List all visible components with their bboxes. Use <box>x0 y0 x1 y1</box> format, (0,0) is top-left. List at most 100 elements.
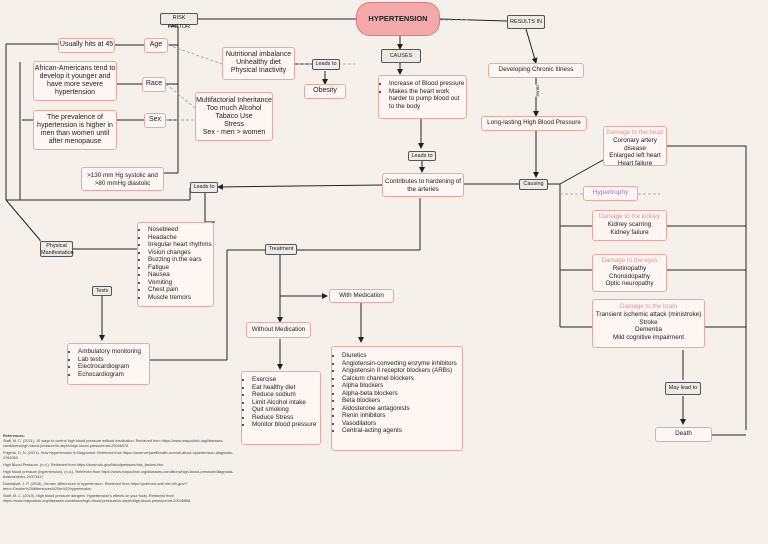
medication-item: Central-acting agents <box>342 427 462 435</box>
eyes-item: Retinopathy <box>612 265 647 272</box>
hardening-node: Contributes to hardening of the arteries <box>382 173 464 197</box>
symptom-item: Irregular heart rhythms <box>148 241 213 249</box>
lifestyle-treatment-item: Reduce sodium <box>252 391 320 399</box>
age-note: Usually hits at 45 <box>58 38 115 53</box>
leads-to-obesity-label: Leads to <box>312 59 340 70</box>
symptom-item: Buzzing in the ears <box>148 256 213 264</box>
cause-arrow-label: cause <box>535 84 541 97</box>
reference-item: High Blood Pressure. (n.d.). Retrieved f… <box>3 463 164 467</box>
references-title: References: <box>3 434 25 438</box>
treatment-label: Treatment <box>265 244 297 255</box>
obesity-node: Obesity <box>304 84 346 99</box>
medication-item: Angiotensin II receptor blockers (ARBs) <box>342 367 462 375</box>
with-medication-node: With Medication <box>329 289 394 303</box>
other-risk-factors: Multifactorial Inheritance Too much Alco… <box>195 92 273 141</box>
reference-item: Doshahoff, J. P. (2018). Gender differen… <box>3 482 188 491</box>
brain-item: Stroke <box>639 318 658 326</box>
death-node: Death <box>655 427 712 442</box>
other-factor-item: Multifactorial Inheritance <box>196 97 272 104</box>
heart-damage-node: Damage to the heart Coronary artery dise… <box>603 126 667 167</box>
brain-damage-header: Damage to the brain <box>619 303 678 310</box>
symptom-item: Nosebleed <box>148 226 213 234</box>
test-item: Lab tests <box>78 356 149 364</box>
eyes-item: Optic neuropathy <box>605 280 654 287</box>
chronic-illness-node: Developing Chronic Illness <box>488 63 584 78</box>
risk-factor-label: RISK FACTOR <box>160 13 198 30</box>
causing-label: Causing <box>519 179 548 190</box>
lifestyle-factors: Nutritional imbalance Unhealthy diet Phy… <box>222 47 295 80</box>
medication-item: Beta blockers <box>342 397 462 405</box>
lifestyle-item: Unhealthy diet <box>236 59 281 66</box>
reference-item: Frigerio, D. N. (2021). How Hypertension… <box>3 451 234 460</box>
lifestyle-treatment-item: Exercise <box>252 376 320 384</box>
symptom-item: Nausea <box>148 271 213 279</box>
causes-list: Increase of Blood pressure Makes the hea… <box>378 75 467 119</box>
reference-item: Staff, M. C. (2019). High blood pressure… <box>3 494 191 503</box>
medication-item: Diuretics <box>342 352 462 360</box>
test-item: Electrocardiogram <box>78 363 149 371</box>
medication-item: Aldosterone antagonists <box>342 405 462 413</box>
cause-item: Makes the heart work harder to pump bloo… <box>389 88 466 111</box>
brain-item: Dementia <box>635 326 662 333</box>
title-node: HYPERTENSION <box>356 2 440 36</box>
kidney-damage-node: Damage to the kidney Kidney scarring Kid… <box>592 210 667 241</box>
medication-item: Alpha blockers <box>342 382 462 390</box>
leads-to-manifestation-label: Leads to <box>190 182 218 193</box>
lifestyle-item: Nutritional imbalance <box>225 51 292 58</box>
symptom-item: Muscle tremors <box>148 294 213 302</box>
without-medication-node: Without Medication <box>246 322 311 338</box>
lifestyle-treatment-item: Monitor blood pressure <box>252 421 320 429</box>
brain-damage-node: Damage to the brain Transient ischemic a… <box>592 299 705 348</box>
lifestyle-treatment-item: Reduce Stress <box>252 414 320 422</box>
medication-item: Angiotensin-converting enzyme inhibitors <box>342 360 462 368</box>
other-factor-item: Tabaco Use <box>215 113 253 120</box>
symptom-item: Vision changes <box>148 249 213 257</box>
heart-item: Coronary artery disease <box>613 137 657 152</box>
race-note: African-Americans tend to develop it you… <box>33 61 117 101</box>
symptom-item: Fatigue <box>148 264 213 272</box>
medication-item: Alpha-beta blockers <box>342 390 462 398</box>
medication-item: Calcium channel blockers <box>342 375 462 383</box>
lifestyle-treatment-item: Limit Alcohol intake <box>252 399 320 407</box>
other-factor-item: Sex - men > women <box>202 129 266 136</box>
lifestyle-treatment-item: Eat healthy diet <box>252 384 320 392</box>
heart-item: Heart failure <box>617 159 653 167</box>
medication-list: Diuretics Angiotensin-converting enzyme … <box>331 346 463 451</box>
eyes-item: Choroidopathy <box>609 272 650 280</box>
lifestyle-item: Physical Inactivity <box>230 67 287 74</box>
without-medication-list: Exercise Eat healthy diet Reduce sodium … <box>241 371 321 445</box>
eyes-damage-node: Damage to the eyes Retinopathy Choroidop… <box>592 254 667 292</box>
eyes-damage-header: Damage to the eyes <box>601 257 658 264</box>
kidney-damage-header: Damage to the kidney <box>598 213 661 220</box>
kidney-item: Kidney scarring <box>607 221 652 228</box>
symptoms-list: Nosebleed Headache Irregular heart rhyth… <box>137 222 214 307</box>
other-factor-item: Stress <box>224 121 244 128</box>
heart-item: Enlarged left heart <box>609 152 661 159</box>
age-node: Age <box>144 38 168 53</box>
heart-damage-header: Damage to the heart <box>606 129 664 136</box>
causes-label: CAUSES <box>381 49 421 63</box>
blood-pressure-note: >130 mm Hg systolic and >80 mmHg diastol… <box>81 167 164 191</box>
tests-list: Ambulatory monitoring Lab tests Electroc… <box>67 343 150 385</box>
test-item: Ambulatory monitoring <box>78 348 149 356</box>
sex-note: The prevalence of hypertension is higher… <box>33 110 117 150</box>
symptom-item: Vomiting <box>148 279 213 287</box>
reference-item: High blood pressure (hypertension). (n.d… <box>3 470 234 479</box>
tests-label: Tests <box>92 286 112 296</box>
symptom-item: Headache <box>148 234 213 242</box>
sex-node: Sex <box>144 113 166 128</box>
other-factor-item: Too much Alcohol <box>206 105 262 112</box>
long-lasting-node: Long-lasting High Blood Pressure <box>481 116 587 131</box>
race-node: Race <box>142 77 166 92</box>
results-in-label: RESULTS IN <box>507 15 545 29</box>
medication-item: Vasodilators <box>342 420 462 428</box>
medication-item: Renin inhibitors <box>342 412 462 420</box>
lifestyle-treatment-item: Quit smoking <box>252 406 320 414</box>
hypertrophy-node: Hypertrophy <box>583 186 638 201</box>
physical-manifestation-label: Physical Manifestation <box>40 241 74 257</box>
test-item: Echocardiogram <box>78 371 149 379</box>
brain-item: Transient ischemic attack (ministroke) <box>595 311 702 318</box>
leads-to-hardening-label: Leads to <box>408 151 436 161</box>
references-section: References: Staff, M. C. (2021). 10 ways… <box>3 434 235 542</box>
kidney-item: Kidney failure <box>610 228 649 236</box>
